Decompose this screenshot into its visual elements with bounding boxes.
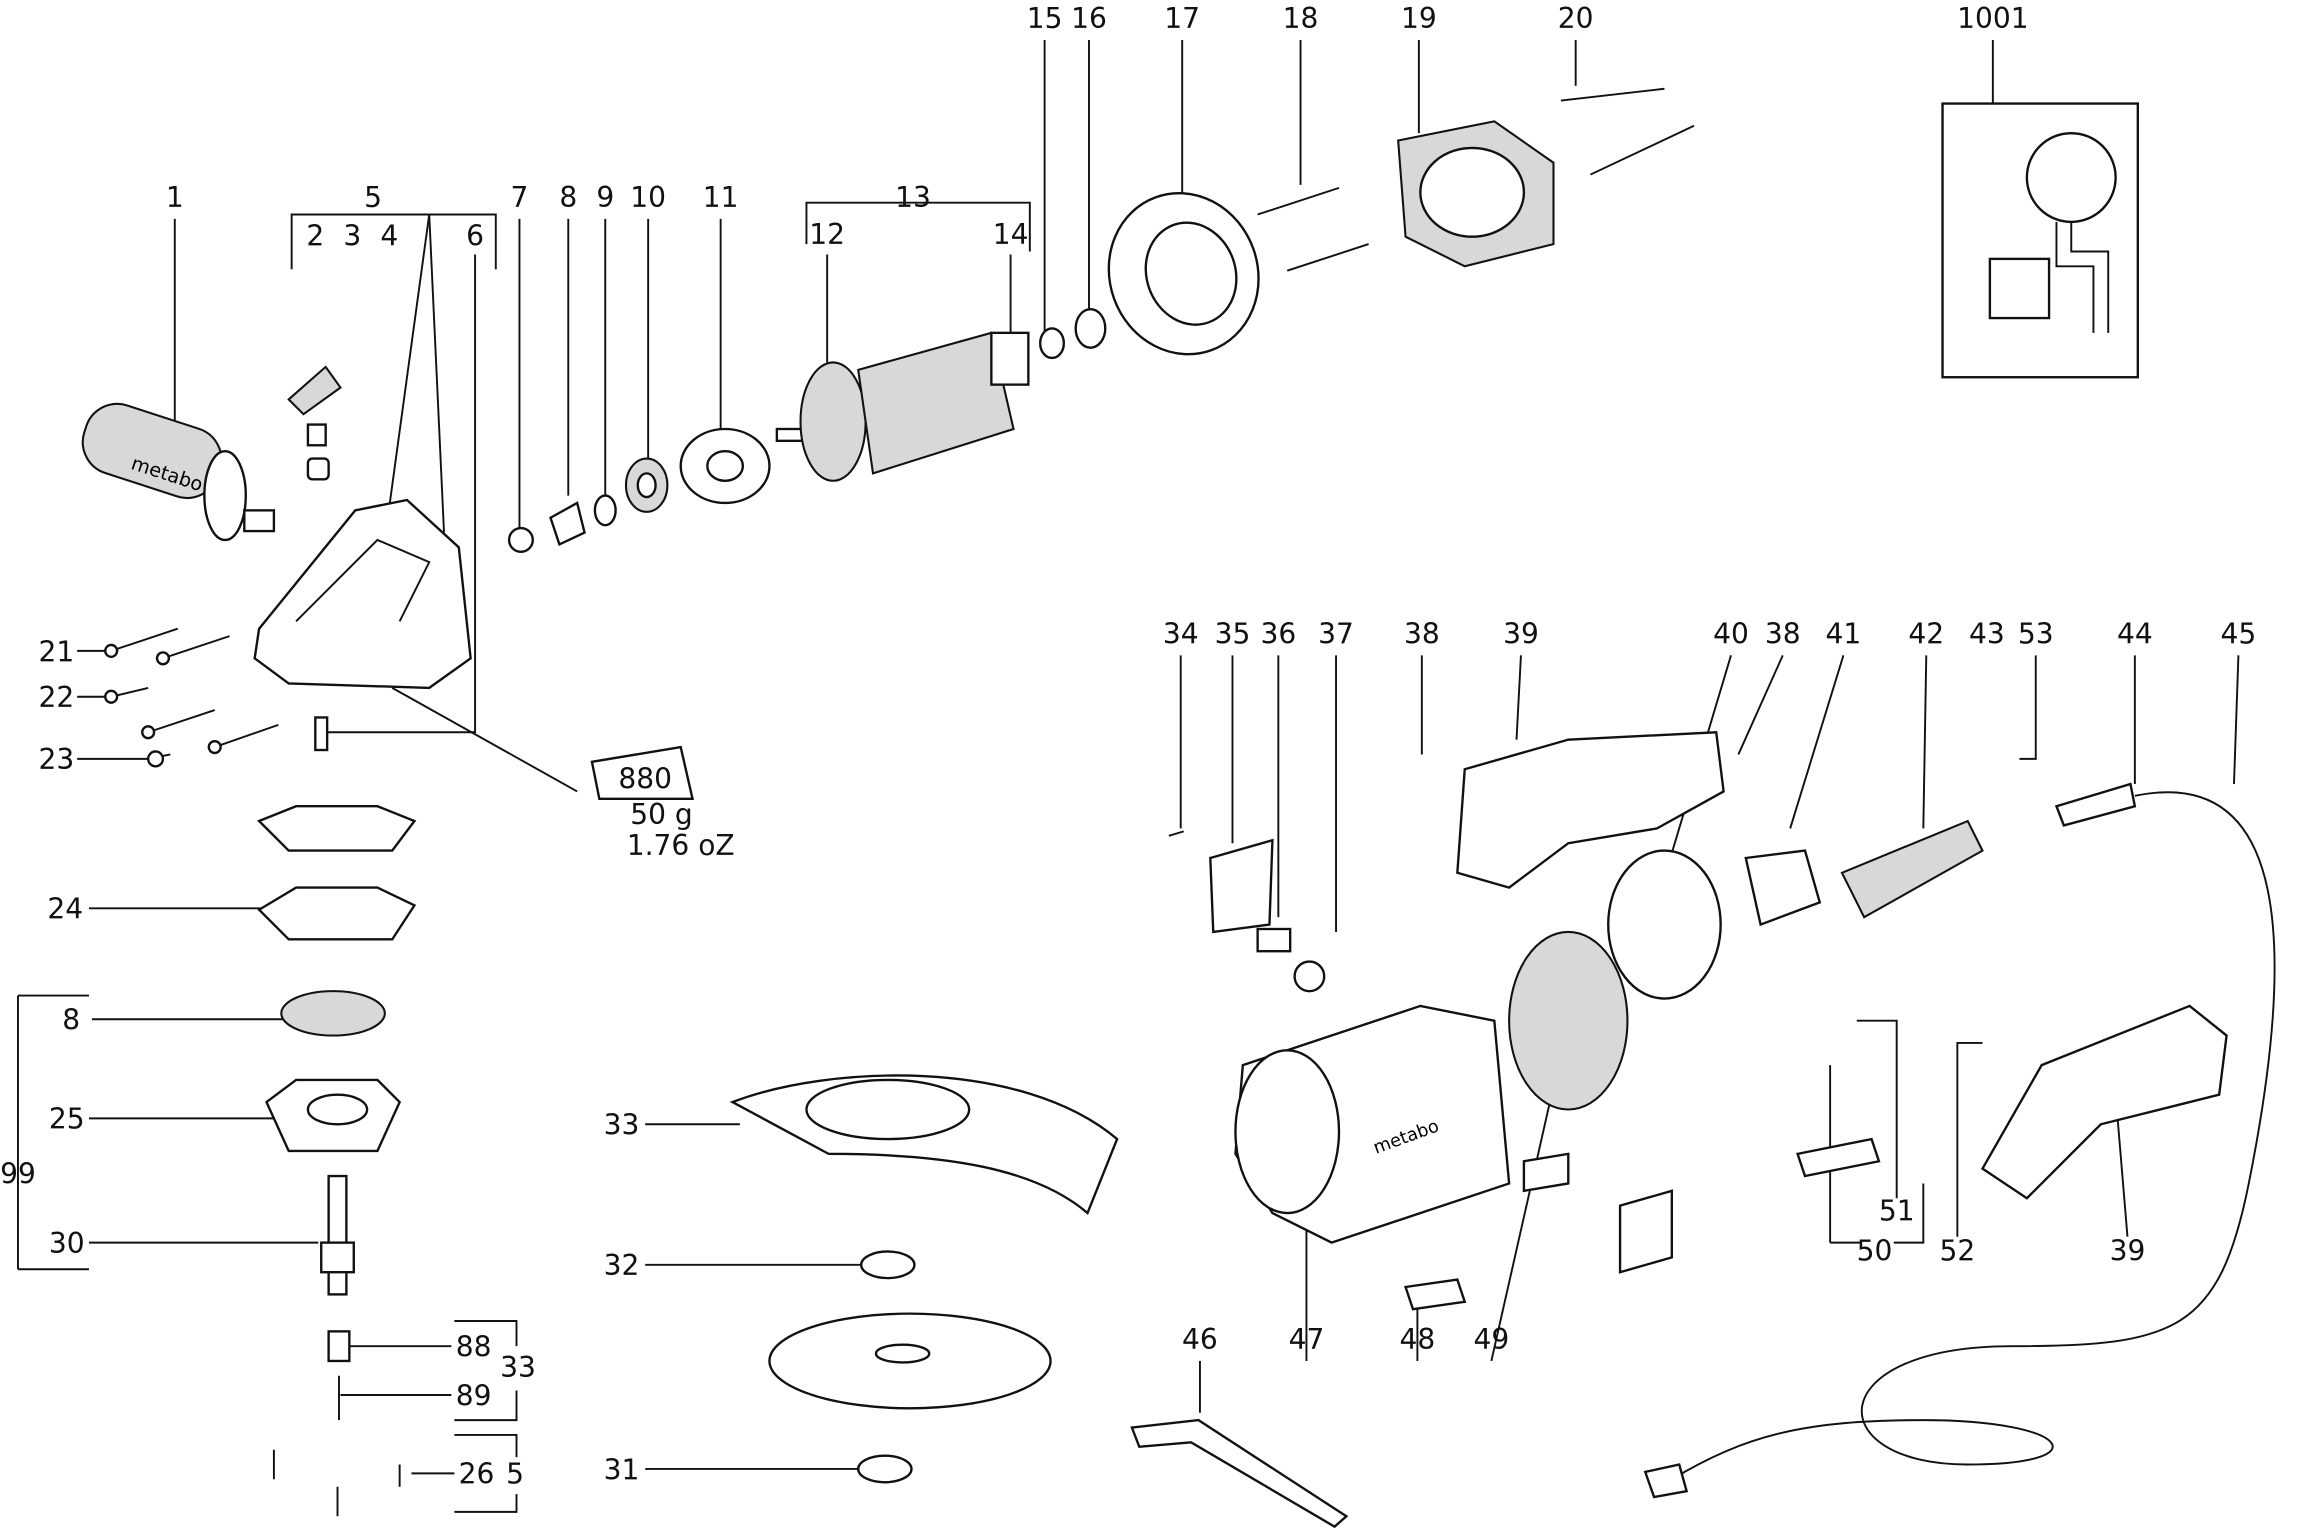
- label-5: 5: [364, 181, 382, 214]
- label-6: 6: [466, 220, 484, 253]
- label-51: 51: [1879, 1194, 1915, 1227]
- label-11: 11: [703, 181, 739, 214]
- grease-weight-oz: 1.76 oZ: [627, 829, 735, 862]
- label-3: 3: [343, 220, 361, 253]
- label-20: 20: [1558, 2, 1594, 35]
- part-2-4-lock-parts: [287, 365, 342, 481]
- label-38a: 38: [1404, 617, 1440, 650]
- label-44: 44: [2117, 617, 2153, 650]
- label-89: 89: [456, 1379, 492, 1412]
- part-17-fan-baffle: [1107, 191, 1260, 356]
- grease-code: 880: [618, 762, 672, 795]
- parts-48-49-40: [1403, 849, 1722, 1311]
- part-7-11-bearings: [507, 427, 771, 553]
- label-38b: 38: [1765, 617, 1801, 650]
- label-45: 45: [2221, 617, 2257, 650]
- label-22: 22: [39, 681, 75, 714]
- part-labels: 1 5 2 3 4 6 7 8 9 10 11 13 12 14 15 16 1…: [0, 2, 2256, 1491]
- label-40: 40: [1713, 617, 1749, 650]
- leader-lines: [17, 39, 2240, 1513]
- label-13: 13: [895, 181, 931, 214]
- label-41: 41: [1826, 617, 1862, 650]
- label-2: 2: [306, 220, 324, 253]
- label-33a: 33: [500, 1351, 536, 1384]
- part-880-grease-tube: 880 50 g 1.76 oZ: [590, 745, 735, 862]
- part-33-wheel-guard: [729, 1074, 1119, 1216]
- screws-21-23: [104, 627, 329, 768]
- part-46-spanner-wrench: [1130, 1418, 1349, 1529]
- label-8b: 8: [62, 1004, 80, 1037]
- label-31: 31: [604, 1453, 640, 1486]
- parts-41-42-switch: [1744, 819, 1984, 1178]
- label-9: 9: [596, 181, 614, 214]
- label-8: 8: [559, 181, 577, 214]
- label-1001: 1001: [1957, 2, 2029, 35]
- part-44-45-power-cord: [1643, 782, 2276, 1499]
- label-1: 1: [166, 181, 184, 214]
- part-12-14-armature: [775, 307, 1107, 482]
- label-10: 10: [630, 181, 666, 214]
- label-52: 52: [1939, 1234, 1975, 1267]
- label-50: 50: [1857, 1234, 1893, 1267]
- part-24-gaskets: [256, 805, 417, 941]
- label-26: 26: [459, 1458, 495, 1491]
- part-8-25-30-spindle-assembly: [265, 990, 402, 1517]
- label-34: 34: [1163, 617, 1199, 650]
- label-30: 30: [49, 1227, 85, 1260]
- label-21: 21: [39, 635, 75, 668]
- label-32: 32: [604, 1249, 640, 1282]
- label-19: 19: [1401, 2, 1437, 35]
- label-43: 43: [1969, 617, 2005, 650]
- label-33b: 33: [604, 1109, 640, 1142]
- label-12: 12: [809, 218, 845, 251]
- label-39a: 39: [1503, 617, 1539, 650]
- label-5b: 5: [506, 1458, 524, 1491]
- label-49: 49: [1473, 1323, 1509, 1356]
- label-42: 42: [1908, 617, 1944, 650]
- label-39b: 39: [2110, 1234, 2146, 1267]
- label-17: 17: [1164, 2, 1200, 35]
- label-16: 16: [1071, 2, 1107, 35]
- label-46: 46: [1182, 1323, 1218, 1356]
- part-18-19-20-stator: [1257, 87, 1695, 272]
- part-31-32-flanges-and-disc: [768, 1250, 1052, 1484]
- part-39-handle-shells: [1456, 731, 2228, 1200]
- label-35: 35: [1215, 617, 1251, 650]
- parts-34-38-brush-holders: [1168, 830, 1674, 1274]
- label-88: 88: [456, 1331, 492, 1364]
- label-37: 37: [1318, 617, 1354, 650]
- label-18: 18: [1283, 2, 1319, 35]
- label-15: 15: [1027, 2, 1063, 35]
- label-7: 7: [511, 181, 529, 214]
- label-4: 4: [380, 220, 398, 253]
- part-1001-brush-wiring-detail: [1941, 102, 2140, 379]
- part-1-side-handle: metabo: [81, 402, 276, 542]
- label-24: 24: [47, 893, 83, 926]
- part-47-motor-housing: metabo: [1234, 1004, 1511, 1244]
- part-5-gear-housing: [253, 498, 472, 690]
- label-23: 23: [39, 743, 75, 776]
- label-25: 25: [49, 1103, 85, 1136]
- grease-weight-g: 50 g: [630, 798, 693, 831]
- label-53: 53: [2018, 617, 2054, 650]
- label-36: 36: [1260, 617, 1296, 650]
- label-14: 14: [993, 218, 1029, 251]
